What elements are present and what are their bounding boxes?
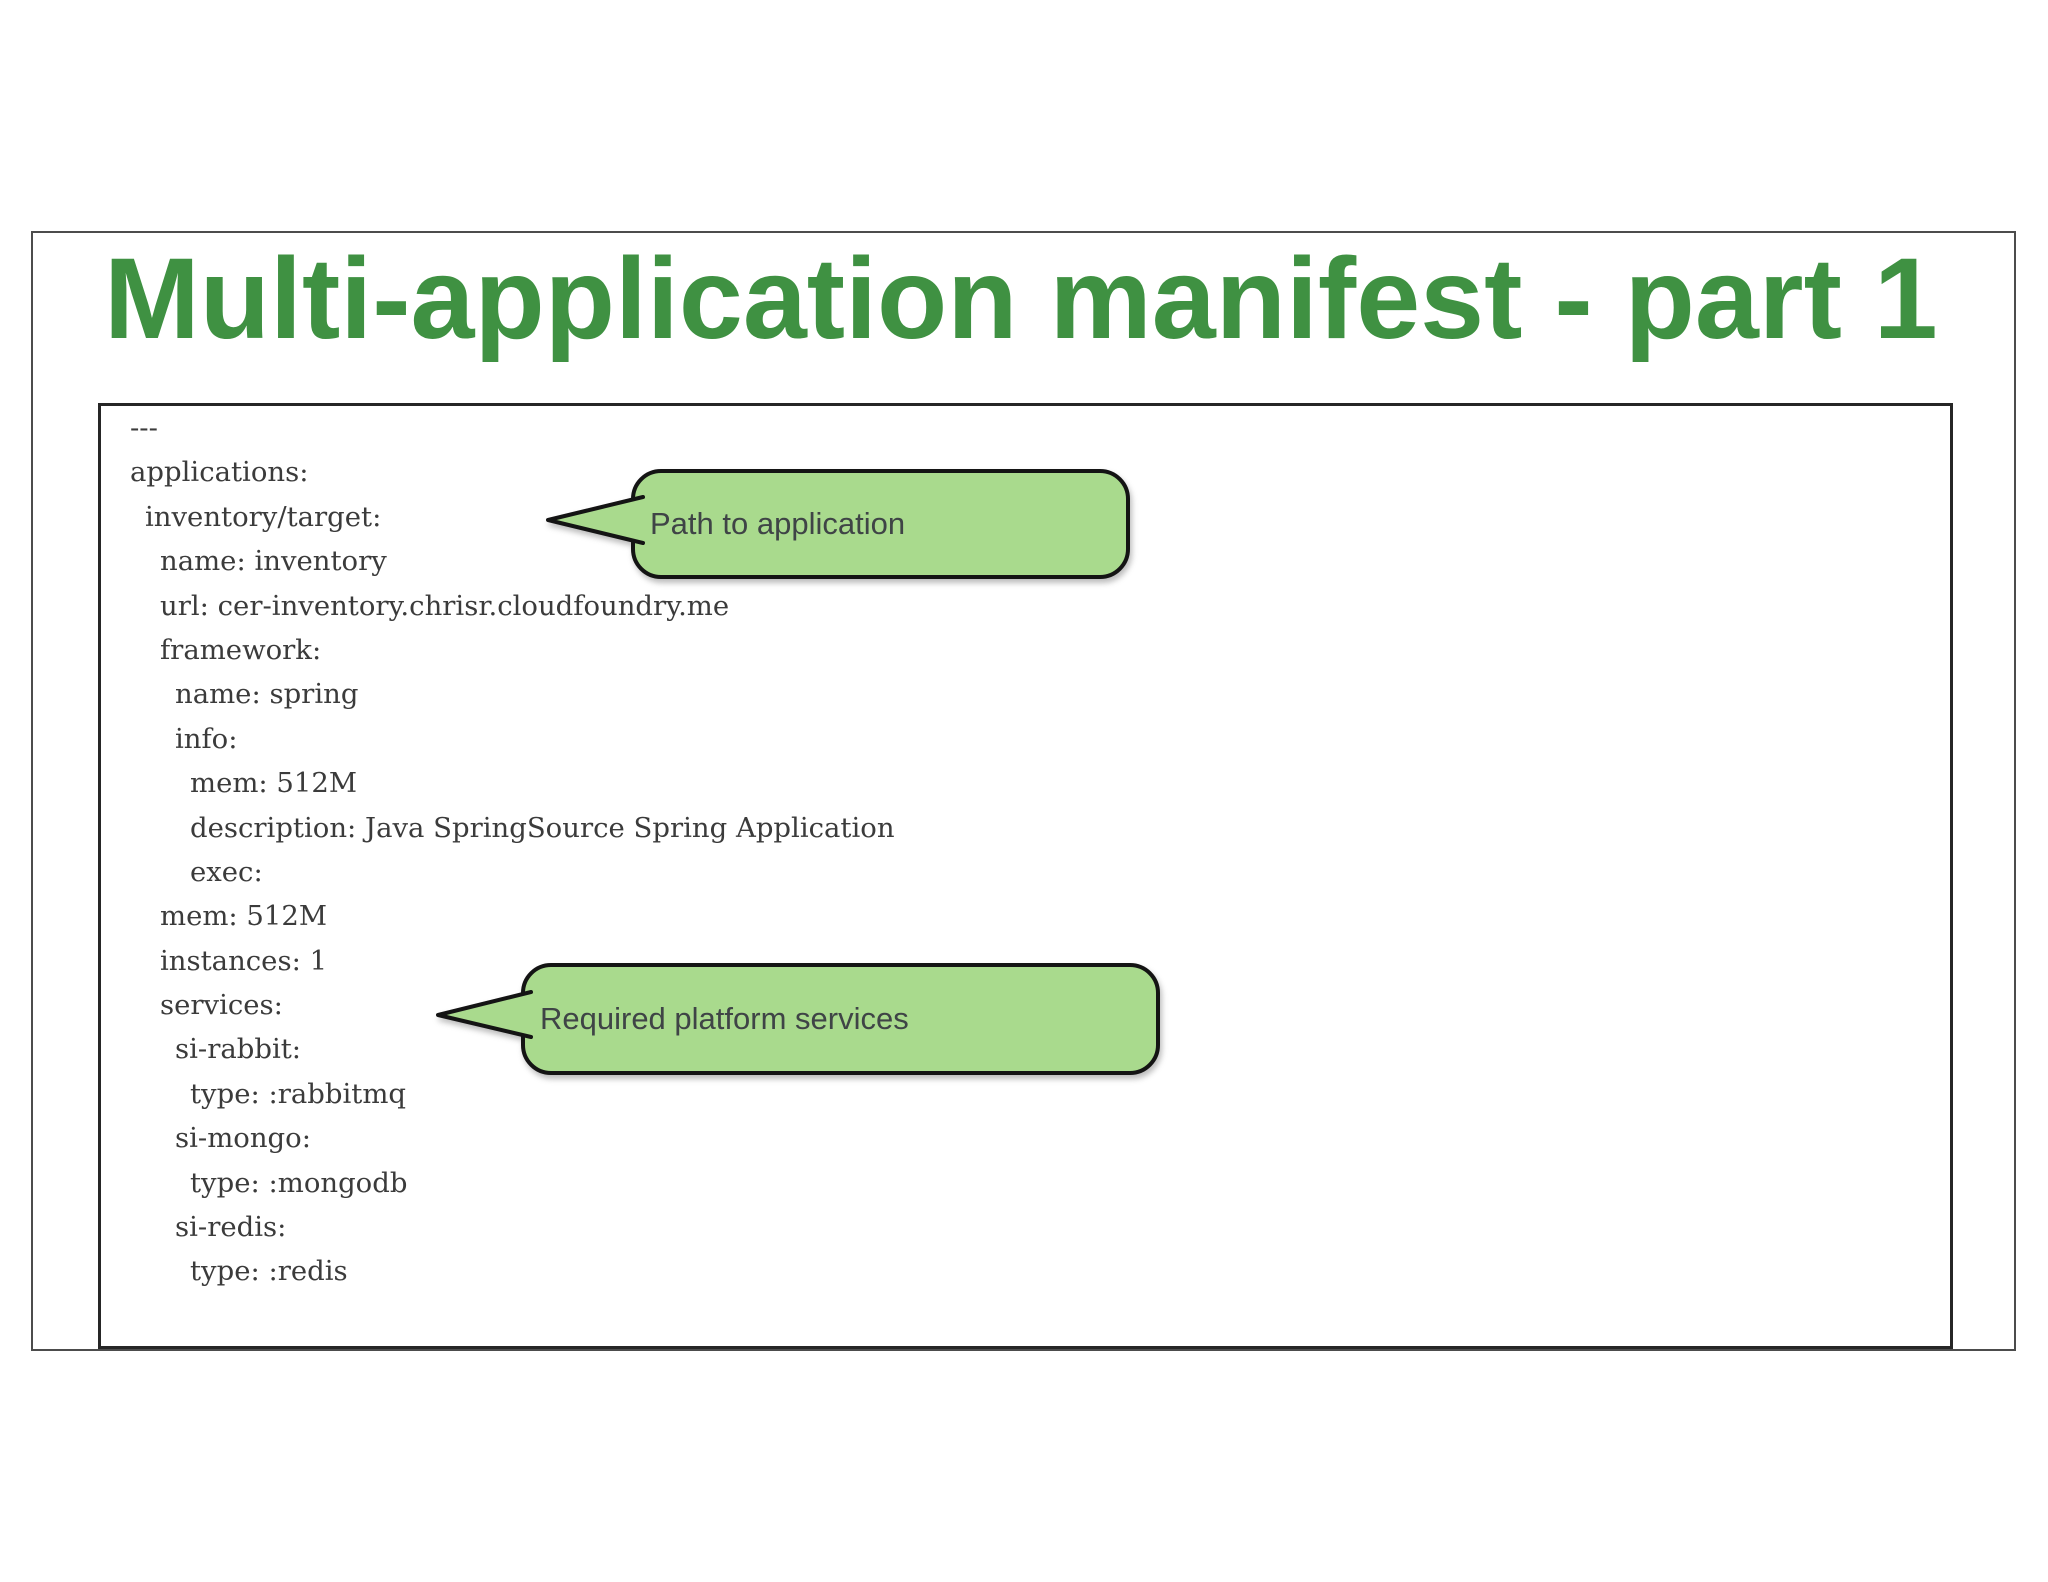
- code-line: exec:: [190, 855, 263, 888]
- code-line: si-rabbit:: [175, 1033, 302, 1066]
- code-line: mem: 512M: [160, 900, 328, 933]
- code-line: info:: [175, 722, 238, 755]
- code-line: applications:: [130, 456, 309, 489]
- code-line: name: inventory: [160, 545, 387, 578]
- code-line: name: spring: [175, 678, 359, 711]
- code-line: type: :mongodb: [190, 1166, 408, 1199]
- code-line: url: cer-inventory.chrisr.cloudfoundry.m…: [160, 589, 730, 622]
- code-lines: --- applications: inventory/target: name: i…: [130, 406, 1940, 1294]
- code-line: mem: 512M: [190, 767, 358, 800]
- code-line: description: Java SpringSource Spring Ap…: [190, 811, 895, 844]
- code-line: framework:: [160, 633, 322, 666]
- callout-label-path-to-application: Path to application: [650, 506, 906, 541]
- callout-label-required-platform-services: Required platform services: [540, 1001, 909, 1036]
- code-line: type: :redis: [190, 1255, 348, 1288]
- code-line: services:: [160, 989, 283, 1022]
- code-line: ---: [130, 412, 158, 444]
- code-line: si-redis:: [175, 1211, 287, 1244]
- code-line: si-mongo:: [175, 1122, 311, 1155]
- page-title: Multi-application manifest - part 1: [104, 235, 1938, 363]
- code-line: instances: 1: [160, 944, 328, 977]
- code-line: type: :rabbitmq: [190, 1077, 407, 1110]
- slide-border-frame: Multi-application manifest - part 1 --- a…: [31, 231, 2016, 1351]
- code-line: inventory/target:: [145, 500, 382, 533]
